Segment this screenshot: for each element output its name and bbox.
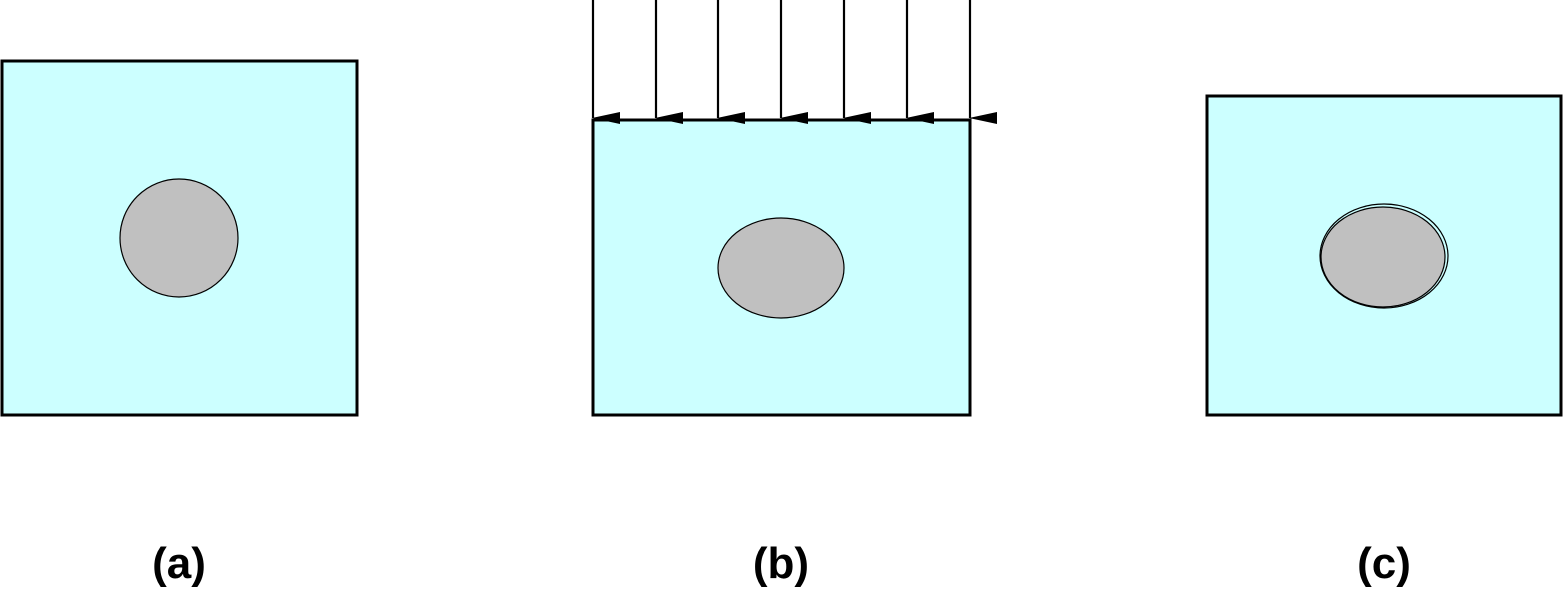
panel-label-b: (b) xyxy=(753,539,809,588)
panel-label-c: (c) xyxy=(1357,539,1411,588)
residual-inclusion-outline xyxy=(1319,203,1449,309)
panel-label-a: (a) xyxy=(152,539,206,588)
residual-elliptical-inclusion xyxy=(1320,206,1446,308)
panel-b xyxy=(591,0,997,417)
panel-a xyxy=(0,59,359,417)
circular-inclusion xyxy=(119,178,239,298)
panel-c xyxy=(1205,94,1563,417)
load-arrows xyxy=(591,0,997,124)
elliptical-inclusion xyxy=(717,217,845,319)
